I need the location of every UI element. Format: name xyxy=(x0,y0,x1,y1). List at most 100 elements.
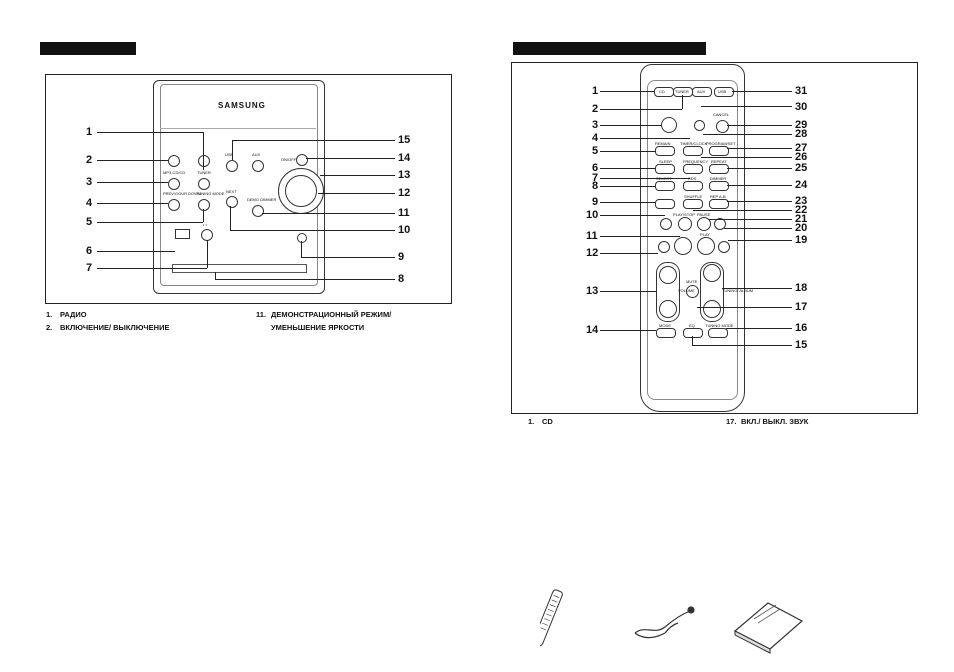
remote-sleep-button[interactable] xyxy=(655,164,675,174)
r-num-13: 13 xyxy=(586,285,599,297)
remote-play-button[interactable] xyxy=(697,237,715,255)
remote-playstop-button[interactable] xyxy=(674,237,692,255)
remote-remain-button[interactable] xyxy=(655,146,675,156)
leader-12 xyxy=(318,193,395,194)
r-lbl-dimmer: DIMMER xyxy=(710,176,727,181)
next-button[interactable] xyxy=(226,196,238,208)
r-leader-13 xyxy=(600,291,656,292)
remote-mute-button[interactable] xyxy=(686,285,699,298)
r-lbl-aux: AUX xyxy=(697,89,706,94)
remote-volume-up-button[interactable] xyxy=(659,266,677,284)
unit-diagram-frame xyxy=(45,74,452,304)
r-leader-5 xyxy=(600,151,655,152)
r-lbl-volume: VOLUME xyxy=(678,288,695,293)
remote-cancel-button[interactable] xyxy=(716,120,729,133)
r-leader-12 xyxy=(600,253,658,254)
aux-label: AUX xyxy=(252,152,261,157)
usb-button[interactable] xyxy=(226,160,238,172)
unit-num-7: 7 xyxy=(86,262,93,274)
remote-tuning-mode-button[interactable] xyxy=(708,328,728,338)
r-lbl-tuner: TUNER xyxy=(675,89,689,94)
r-num-27: 27 xyxy=(795,142,808,154)
unit-num-2: 2 xyxy=(86,154,93,166)
leader-15v xyxy=(232,140,233,160)
r-leader-11 xyxy=(600,236,680,237)
leader-7 xyxy=(97,268,207,269)
remote-repab-button[interactable] xyxy=(709,199,729,209)
remote-open-button[interactable] xyxy=(694,120,705,131)
r-leader-29 xyxy=(727,125,792,126)
r-lbl-tuning: TUNING/ ALBUM xyxy=(722,288,754,293)
r-leader-31 xyxy=(732,91,792,92)
usb-port[interactable] xyxy=(175,229,190,239)
remote-tuning-up-button[interactable] xyxy=(703,264,721,282)
remote-dimmer-button[interactable] xyxy=(709,181,729,191)
remote-volume-down-button[interactable] xyxy=(659,300,677,318)
remote-frequency-button[interactable] xyxy=(683,164,703,174)
remote-program-button[interactable] xyxy=(709,146,729,156)
remote-rds-button[interactable] xyxy=(683,181,703,191)
unit-num-14: 14 xyxy=(398,152,411,164)
remote-mode-button[interactable] xyxy=(656,328,676,338)
remote-power-button[interactable] xyxy=(661,117,677,133)
unit-num-1: 1 xyxy=(86,126,93,138)
accessories-illustrations xyxy=(540,589,804,654)
r-lbl-cd: CD xyxy=(659,89,665,94)
r-leader-7 xyxy=(600,178,690,179)
leader-7v xyxy=(207,240,208,268)
r-leader-4 xyxy=(600,138,690,139)
r-num-22: 22 xyxy=(795,204,808,216)
remote-stop-button[interactable] xyxy=(678,217,692,231)
prev-button[interactable] xyxy=(168,199,180,211)
r-num-26: 26 xyxy=(795,151,808,163)
remote-pause-button[interactable] xyxy=(697,217,711,231)
r-lbl-repab: REP A-B xyxy=(710,194,726,199)
leader-10v xyxy=(230,206,231,230)
aux-button[interactable] xyxy=(252,160,264,172)
r-num-3: 3 xyxy=(592,119,599,131)
next-label: NEXT xyxy=(226,189,237,194)
tuning-mode-button[interactable] xyxy=(198,199,210,211)
left-caption-11-num: 11. xyxy=(256,310,267,319)
radio-button[interactable] xyxy=(168,155,180,167)
r-num-16: 16 xyxy=(795,322,808,334)
r-lbl-remain: REMAIN xyxy=(655,141,671,146)
r-leader-24 xyxy=(727,185,792,186)
power-button[interactable] xyxy=(198,155,210,167)
r-num-12: 12 xyxy=(586,247,599,259)
remote-select-button[interactable] xyxy=(655,181,675,191)
r-leader-28 xyxy=(703,134,792,135)
r-num-21: 21 xyxy=(795,213,808,225)
remote-ffwd-button[interactable] xyxy=(718,241,730,253)
on-off-button[interactable] xyxy=(296,154,308,166)
remote-rewind-button[interactable] xyxy=(658,241,670,253)
remote-inner xyxy=(647,80,738,400)
remote-aux-button[interactable] xyxy=(692,87,712,97)
r-leader-15 xyxy=(692,345,792,346)
remote-ab-button[interactable] xyxy=(655,199,675,209)
remote-tuning-down-button[interactable] xyxy=(703,300,721,318)
leader-6 xyxy=(97,251,175,252)
remote-repeat-button[interactable] xyxy=(709,164,729,174)
eject-button[interactable] xyxy=(297,233,307,243)
remote-usb-button[interactable] xyxy=(714,87,734,97)
tuner-button[interactable] xyxy=(198,178,210,190)
leader-3 xyxy=(97,182,168,183)
remote-prev-button[interactable] xyxy=(660,218,672,230)
remote-timer-button[interactable] xyxy=(683,146,703,156)
mp3-cd-button[interactable] xyxy=(168,178,180,190)
remote-eq-button[interactable] xyxy=(683,328,703,338)
r-leader-2 xyxy=(600,109,682,110)
leader-2 xyxy=(97,160,168,161)
r-lbl-mode: MODE xyxy=(659,323,671,328)
r-lbl-sleep: SLEEP xyxy=(659,159,672,164)
r-leader-1 xyxy=(600,91,654,92)
demo-dimmer-button[interactable] xyxy=(252,205,264,217)
r-num-6: 6 xyxy=(592,162,599,174)
remote-next-button[interactable] xyxy=(714,218,726,230)
remote-shuffle-button[interactable] xyxy=(683,199,703,209)
r-lbl-pause: PAUSE xyxy=(697,212,711,217)
leader-11 xyxy=(262,213,395,214)
r-num-29: 29 xyxy=(795,119,808,131)
leader-9 xyxy=(301,257,395,258)
